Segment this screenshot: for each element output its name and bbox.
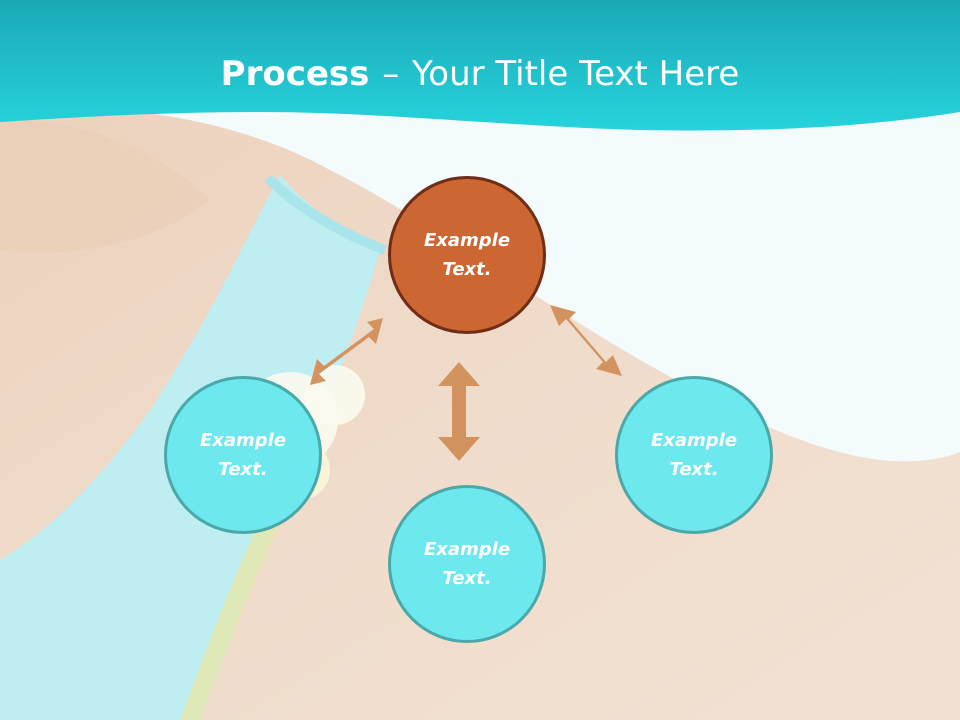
title-bold: Process (220, 54, 370, 94)
arrow-center-bottom (438, 362, 480, 461)
left-node-line1: Example (199, 430, 287, 451)
slide-title: Process – Your Title Text Here (0, 52, 960, 96)
center-node-line2: Text. (442, 259, 492, 280)
bottom-node-line2: Text. (442, 568, 492, 589)
right-node: Example Text. (615, 376, 773, 534)
bottom-node-line1: Example (423, 539, 511, 560)
center-node-line1: Example (423, 230, 511, 251)
title-text: Your Title Text Here (412, 54, 740, 94)
left-node-line2: Text. (218, 459, 268, 480)
title-dash: – (382, 54, 400, 94)
arrow-center-right (550, 305, 622, 376)
bottom-node: Example Text. (388, 485, 546, 643)
right-node-line1: Example (650, 430, 738, 451)
center-node: Example Text. (388, 176, 546, 334)
left-node: Example Text. (164, 376, 322, 534)
arrow-center-left (310, 318, 383, 385)
right-node-line2: Text. (669, 459, 719, 480)
